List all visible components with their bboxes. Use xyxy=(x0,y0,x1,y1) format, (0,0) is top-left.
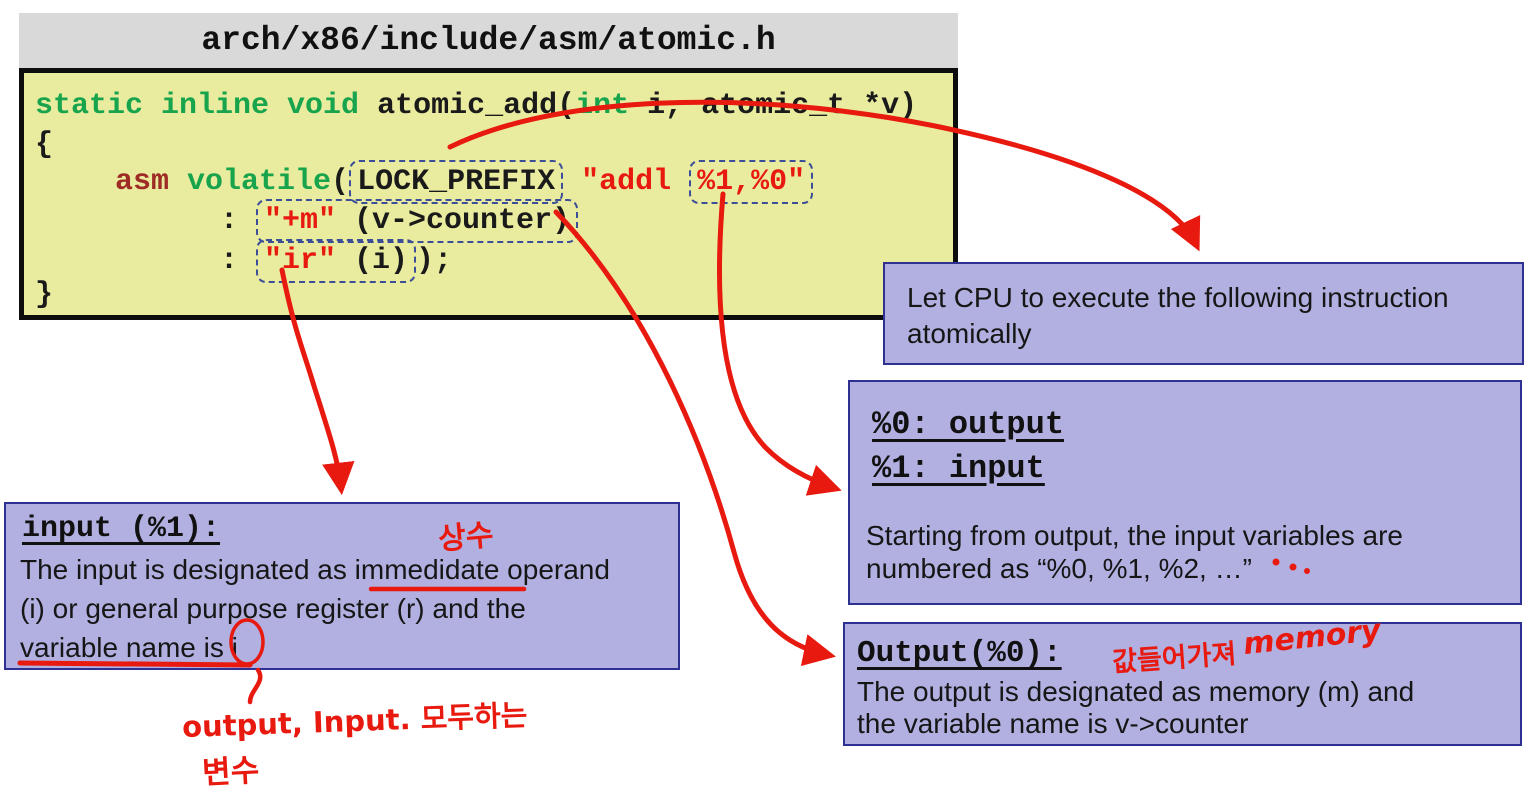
operands-token: %1,%0" xyxy=(697,165,806,199)
code-line-1: static inline void atomic_add(int i, ato… xyxy=(35,89,917,123)
file-path-header: arch/x86/include/asm/atomic.h xyxy=(19,13,958,68)
plus-m-constraint: "+m" xyxy=(264,204,337,238)
addl-token: "addl xyxy=(581,165,690,199)
code-line-2: { xyxy=(35,128,54,162)
stroke-i-to-handwriting xyxy=(247,667,263,705)
input-body-line1: The input is designated as immedidate op… xyxy=(20,554,610,585)
callout-input-operand: input (%1): The input is designated as i… xyxy=(4,502,680,670)
keyword-int: int xyxy=(575,89,630,123)
callout-atomic-execution: Let CPU to execute the following instruc… xyxy=(883,262,1524,365)
output-body-line1: The output is designated as memory (m) a… xyxy=(857,676,1415,707)
handwriting-constant-note: 상수 xyxy=(436,517,495,558)
statement-end: ); xyxy=(416,244,453,278)
input-body-line3: variable name is i xyxy=(20,632,238,663)
code-line-6: } xyxy=(35,278,54,312)
numbering-body-line1: Starting from output, the input variable… xyxy=(866,520,1403,551)
callout-operand-numbering: %0: output %1: input Starting from outpu… xyxy=(848,380,1522,605)
input-variable: (i) xyxy=(336,244,409,278)
file-path-text: arch/x86/include/asm/atomic.h xyxy=(201,22,776,59)
output-body-line2: the variable name is v->counter xyxy=(857,708,1249,739)
callout-atomic-line1: Let CPU to execute the following instruc… xyxy=(907,282,1449,313)
keyword-asm: asm xyxy=(115,165,170,199)
output-heading: Output(%0): xyxy=(857,636,1062,671)
lock-prefix-token: LOCK_PREFIX xyxy=(357,165,556,199)
function-name: atomic_add( xyxy=(377,89,576,123)
code-line-5: : "ir" (i)); xyxy=(220,239,453,283)
lock-prefix-highlight-box: LOCK_PREFIX xyxy=(349,160,564,204)
numbering-heading-input: %1: input xyxy=(872,450,1045,487)
input-heading: input (%1): xyxy=(22,512,221,546)
output-variable: (v->counter) xyxy=(336,204,571,238)
input-constraint-highlight-box: "ir" (i) xyxy=(256,239,417,283)
keyword-volatile: volatile xyxy=(169,165,332,199)
input-body: The input is designated as immedidate op… xyxy=(20,550,610,667)
code-line-4: : "+m" (v->counter) xyxy=(220,199,579,243)
numbering-body-line2: numbered as “%0, %1, %2, …” xyxy=(866,553,1252,584)
input-body-line2: (i) or general purpose register (r) and … xyxy=(20,593,526,624)
ir-constraint: "ir" xyxy=(264,244,337,278)
operands-highlight-box: %1,%0" xyxy=(689,160,814,204)
code-line-1-rest: i, atomic_t *v) xyxy=(629,89,918,123)
colon-input: : xyxy=(220,244,257,278)
callout-output-operand: Output(%0): The output is designated as … xyxy=(843,622,1522,746)
code-line-3: asm volatile(LOCK_PREFIX "addl %1,%0" xyxy=(115,160,814,204)
output-body: The output is designated as memory (m) a… xyxy=(857,676,1414,740)
handwriting-both-vars-line1: output, Input. 모두하는 xyxy=(181,697,528,745)
handwriting-both-vars-line2: 변수 xyxy=(201,752,261,792)
open-paren: ( xyxy=(331,165,350,199)
source-code-box: static inline void atomic_add(int i, ato… xyxy=(19,68,958,320)
colon-output: : xyxy=(220,204,257,238)
output-constraint-highlight-box: "+m" (v->counter) xyxy=(256,199,579,243)
numbering-heading-output: %0: output xyxy=(872,406,1065,443)
keyword-static-inline-void: static inline void xyxy=(35,89,378,123)
callout-atomic-line2: atomically xyxy=(907,318,1032,349)
